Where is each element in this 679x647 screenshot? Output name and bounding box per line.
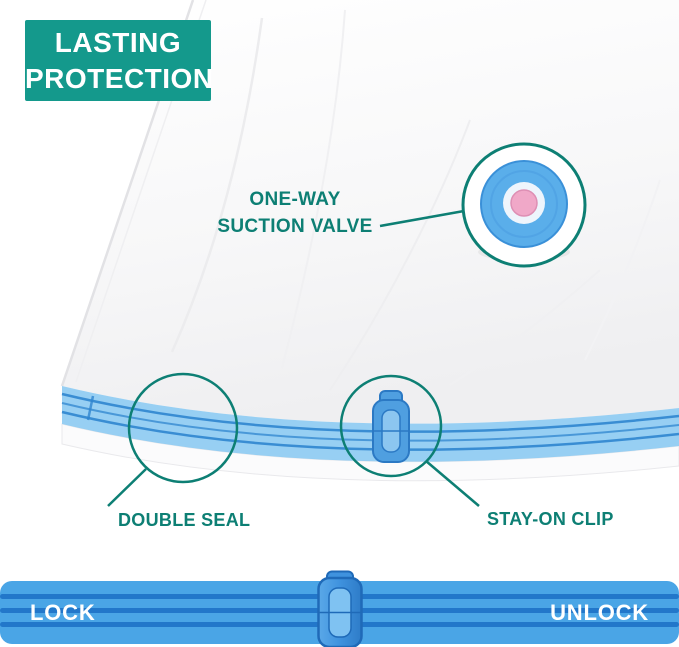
badge-lasting-protection: LASTING PROTECTION	[25, 20, 214, 101]
stay-on-clip-graphic	[372, 390, 410, 463]
badge-line2: PROTECTION	[25, 62, 214, 94]
valve-label-line1: ONE-WAY	[249, 189, 341, 210]
slider-clip-icon	[316, 570, 363, 647]
lock-label: LOCK	[30, 599, 96, 625]
unlock-label: UNLOCK	[550, 599, 649, 625]
stay-on-clip-label: STAY-ON CLIP	[487, 509, 614, 529]
bag-body	[62, 0, 679, 424]
callout-lines	[107, 209, 480, 507]
valve-label: ONE-WAY SUCTION VALVE	[210, 186, 380, 240]
bag-wrinkles	[170, 9, 661, 391]
double-seal-label: DOUBLE SEAL	[118, 510, 251, 530]
badge-line1: LASTING	[54, 26, 182, 58]
lock-bar: LOCK UNLOCK	[0, 570, 679, 647]
suction-valve-icon	[461, 142, 587, 268]
valve-label-line2: SUCTION VALVE	[217, 216, 373, 237]
double-seal-strip	[62, 386, 679, 462]
